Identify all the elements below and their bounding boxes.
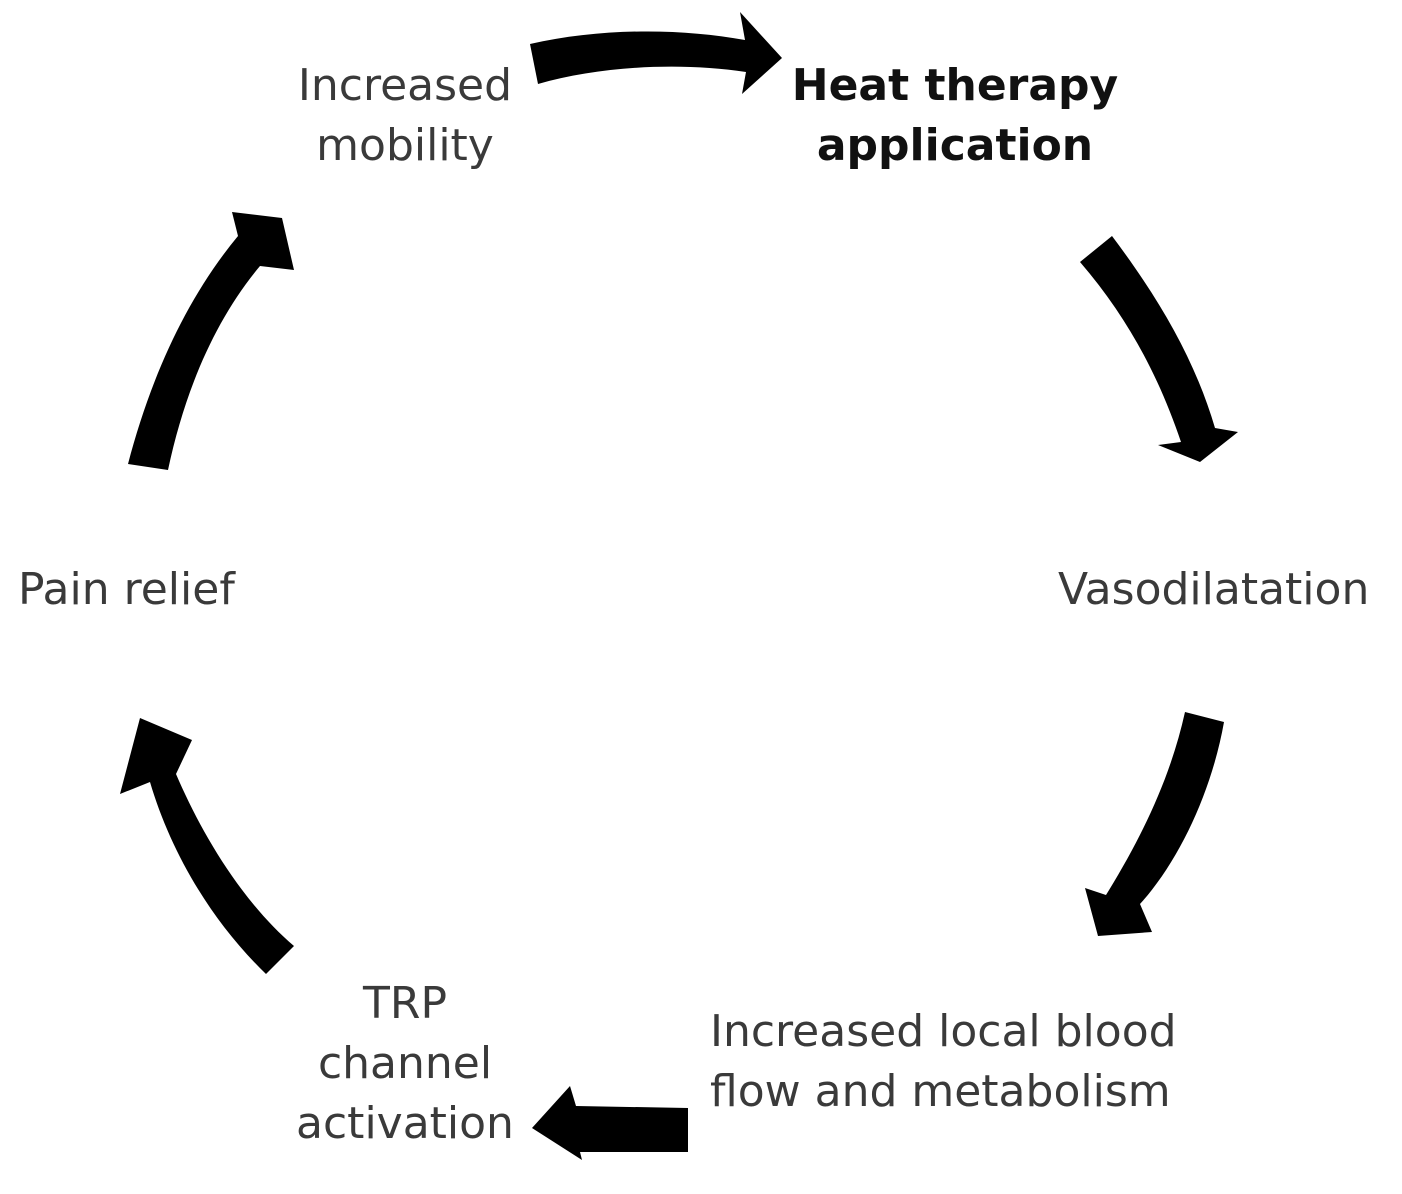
- node-trp-line-2: channel: [317, 1038, 493, 1089]
- node-blood-line-2: flow and metabolism: [710, 1066, 1171, 1117]
- node-pain-line-1: Pain relief: [18, 564, 235, 615]
- node-trp-line-1: TRP: [363, 978, 447, 1029]
- arrow-vaso-to-blood: [1085, 712, 1224, 936]
- node-increased-blood-flow: Increased local blood flow and metabolis…: [710, 1002, 1200, 1122]
- node-trp-channel-activation: TRP channel activation: [285, 974, 525, 1154]
- node-increased-mobility: Increased mobility: [285, 56, 525, 176]
- node-mobility-line-2: mobility: [316, 120, 494, 171]
- node-vasodilatation: Vasodilatation: [1058, 560, 1398, 620]
- arrow-trp-to-pain: [120, 718, 294, 974]
- arrow-pain-to-mobility: [128, 212, 294, 470]
- arrow-heat-to-vaso: [1080, 236, 1238, 462]
- arrow-mobility-to-heat: [530, 12, 782, 94]
- arrow-blood-to-trp: [532, 1086, 688, 1160]
- node-blood-line-1: Increased local blood: [710, 1006, 1177, 1057]
- node-heat-therapy-application: Heat therapy application: [790, 56, 1120, 176]
- node-heat-line-1: Heat therapy: [791, 60, 1119, 111]
- node-vaso-line-1: Vasodilatation: [1058, 564, 1370, 615]
- node-trp-line-3: activation: [296, 1098, 514, 1149]
- node-pain-relief: Pain relief: [18, 560, 258, 620]
- node-heat-line-2: application: [816, 120, 1094, 171]
- node-mobility-line-1: Increased: [297, 60, 513, 111]
